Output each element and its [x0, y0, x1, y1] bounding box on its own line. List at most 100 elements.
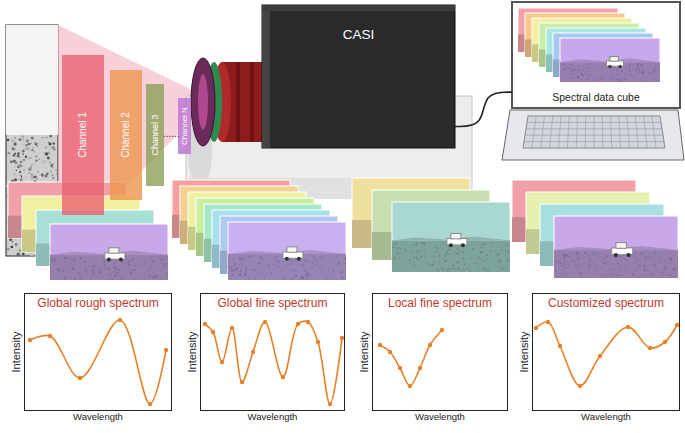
- ground-speck: [602, 262, 604, 264]
- ground-speck: [624, 259, 625, 260]
- ground-speck: [35, 143, 37, 145]
- ground-speck: [240, 263, 241, 264]
- ground-speck: [637, 65, 639, 67]
- ground-speck: [442, 267, 444, 269]
- ground-speck: [599, 256, 601, 258]
- channel-label: Channel 3: [150, 114, 160, 155]
- channel-frame: Channel 1: [62, 55, 104, 215]
- ground-speck: [313, 257, 315, 259]
- ground-speck: [606, 255, 608, 257]
- ground-speck: [74, 278, 76, 280]
- ground-speck: [84, 268, 86, 270]
- ground-speck: [654, 252, 656, 254]
- ground-speck: [35, 176, 37, 178]
- curve-point: [398, 366, 402, 370]
- ground-speck: [151, 267, 152, 268]
- ground-speck: [674, 276, 676, 278]
- ground-speck: [25, 176, 27, 178]
- ground-speck: [668, 266, 670, 268]
- ground-speck: [17, 169, 20, 172]
- ground-speck: [571, 71, 573, 73]
- ground-speck: [258, 274, 260, 276]
- ground-speck: [654, 269, 656, 271]
- spectrum-chart: Customized spectrumIntensityWavelength: [532, 293, 680, 411]
- ground-speck: [155, 276, 156, 277]
- ground-speck: [326, 278, 327, 279]
- ground-speck: [603, 257, 605, 259]
- ground-speck: [270, 273, 272, 275]
- key-column: [611, 116, 612, 148]
- image-frame: [228, 222, 346, 280]
- key-column: [541, 116, 545, 148]
- ground-speck: [577, 252, 579, 254]
- ground-speck: [80, 278, 81, 279]
- curve-point: [251, 350, 255, 354]
- curve-line: [205, 321, 342, 404]
- ground-speck: [264, 276, 266, 278]
- vehicle-wheel: [608, 65, 611, 68]
- ground-speck: [53, 142, 56, 145]
- ground-speck: [65, 257, 67, 259]
- ground-speck: [74, 257, 75, 258]
- ground-speck: [459, 251, 460, 252]
- ground-speck: [54, 260, 56, 262]
- ground-speck: [52, 177, 54, 179]
- ground-speck: [664, 268, 666, 270]
- ground-speck: [449, 248, 451, 250]
- ground-speck: [37, 170, 40, 173]
- ground-speck: [336, 256, 337, 257]
- image-ground: [392, 241, 510, 273]
- ground-speck: [588, 267, 590, 269]
- ground-speck: [601, 67, 603, 69]
- ground-speck: [52, 174, 54, 176]
- ground-speck: [112, 278, 114, 280]
- ground-speck: [495, 250, 497, 252]
- ground-speck: [295, 270, 297, 272]
- ground-speck: [115, 261, 116, 262]
- channel-label: Channel 2: [120, 112, 132, 158]
- ground-speck: [582, 75, 584, 77]
- ground-speck: [485, 267, 487, 269]
- lens-band: [236, 62, 240, 142]
- spectrum-chart: Global rough spectrumIntensityWavelength: [24, 293, 172, 411]
- ground-speck: [30, 253, 33, 256]
- ground-speck: [673, 268, 675, 270]
- curve-point: [316, 340, 320, 344]
- ground-speck: [595, 269, 597, 271]
- ground-speck: [84, 260, 86, 262]
- ground-speck: [236, 269, 237, 270]
- ground-speck: [13, 148, 15, 150]
- ground-speck: [626, 65, 628, 67]
- ground-speck: [404, 249, 406, 251]
- ground-speck: [287, 264, 289, 266]
- ground-speck: [105, 267, 107, 269]
- ground-speck: [610, 77, 612, 79]
- curve-point: [546, 320, 550, 324]
- ground-speck: [643, 266, 645, 268]
- key-column: [559, 116, 562, 148]
- key-column: [644, 116, 648, 148]
- ground-speck: [34, 151, 35, 152]
- ground-speck: [610, 269, 611, 270]
- spectrum-chart: Local fine spectrumIntensityWavelength: [372, 293, 508, 411]
- ground-speck: [27, 143, 29, 145]
- ground-speck: [421, 242, 423, 244]
- curve-point: [240, 380, 244, 384]
- ground-speck: [306, 272, 308, 274]
- image-ground: [560, 62, 660, 82]
- ground-speck: [454, 268, 455, 269]
- ground-speck: [7, 139, 9, 141]
- ground-speck: [303, 260, 305, 262]
- ground-speck: [571, 64, 573, 66]
- ground-speck: [449, 268, 451, 270]
- ground-speck: [275, 259, 277, 261]
- ground-speck: [250, 255, 252, 257]
- ground-speck: [257, 263, 258, 264]
- ground-speck: [268, 264, 270, 266]
- ground-speck: [463, 257, 465, 259]
- ground-speck: [51, 166, 53, 168]
- ground-speck: [22, 253, 25, 256]
- ground-speck: [642, 72, 644, 74]
- ground-speck: [494, 262, 495, 263]
- ground-speck: [46, 167, 48, 169]
